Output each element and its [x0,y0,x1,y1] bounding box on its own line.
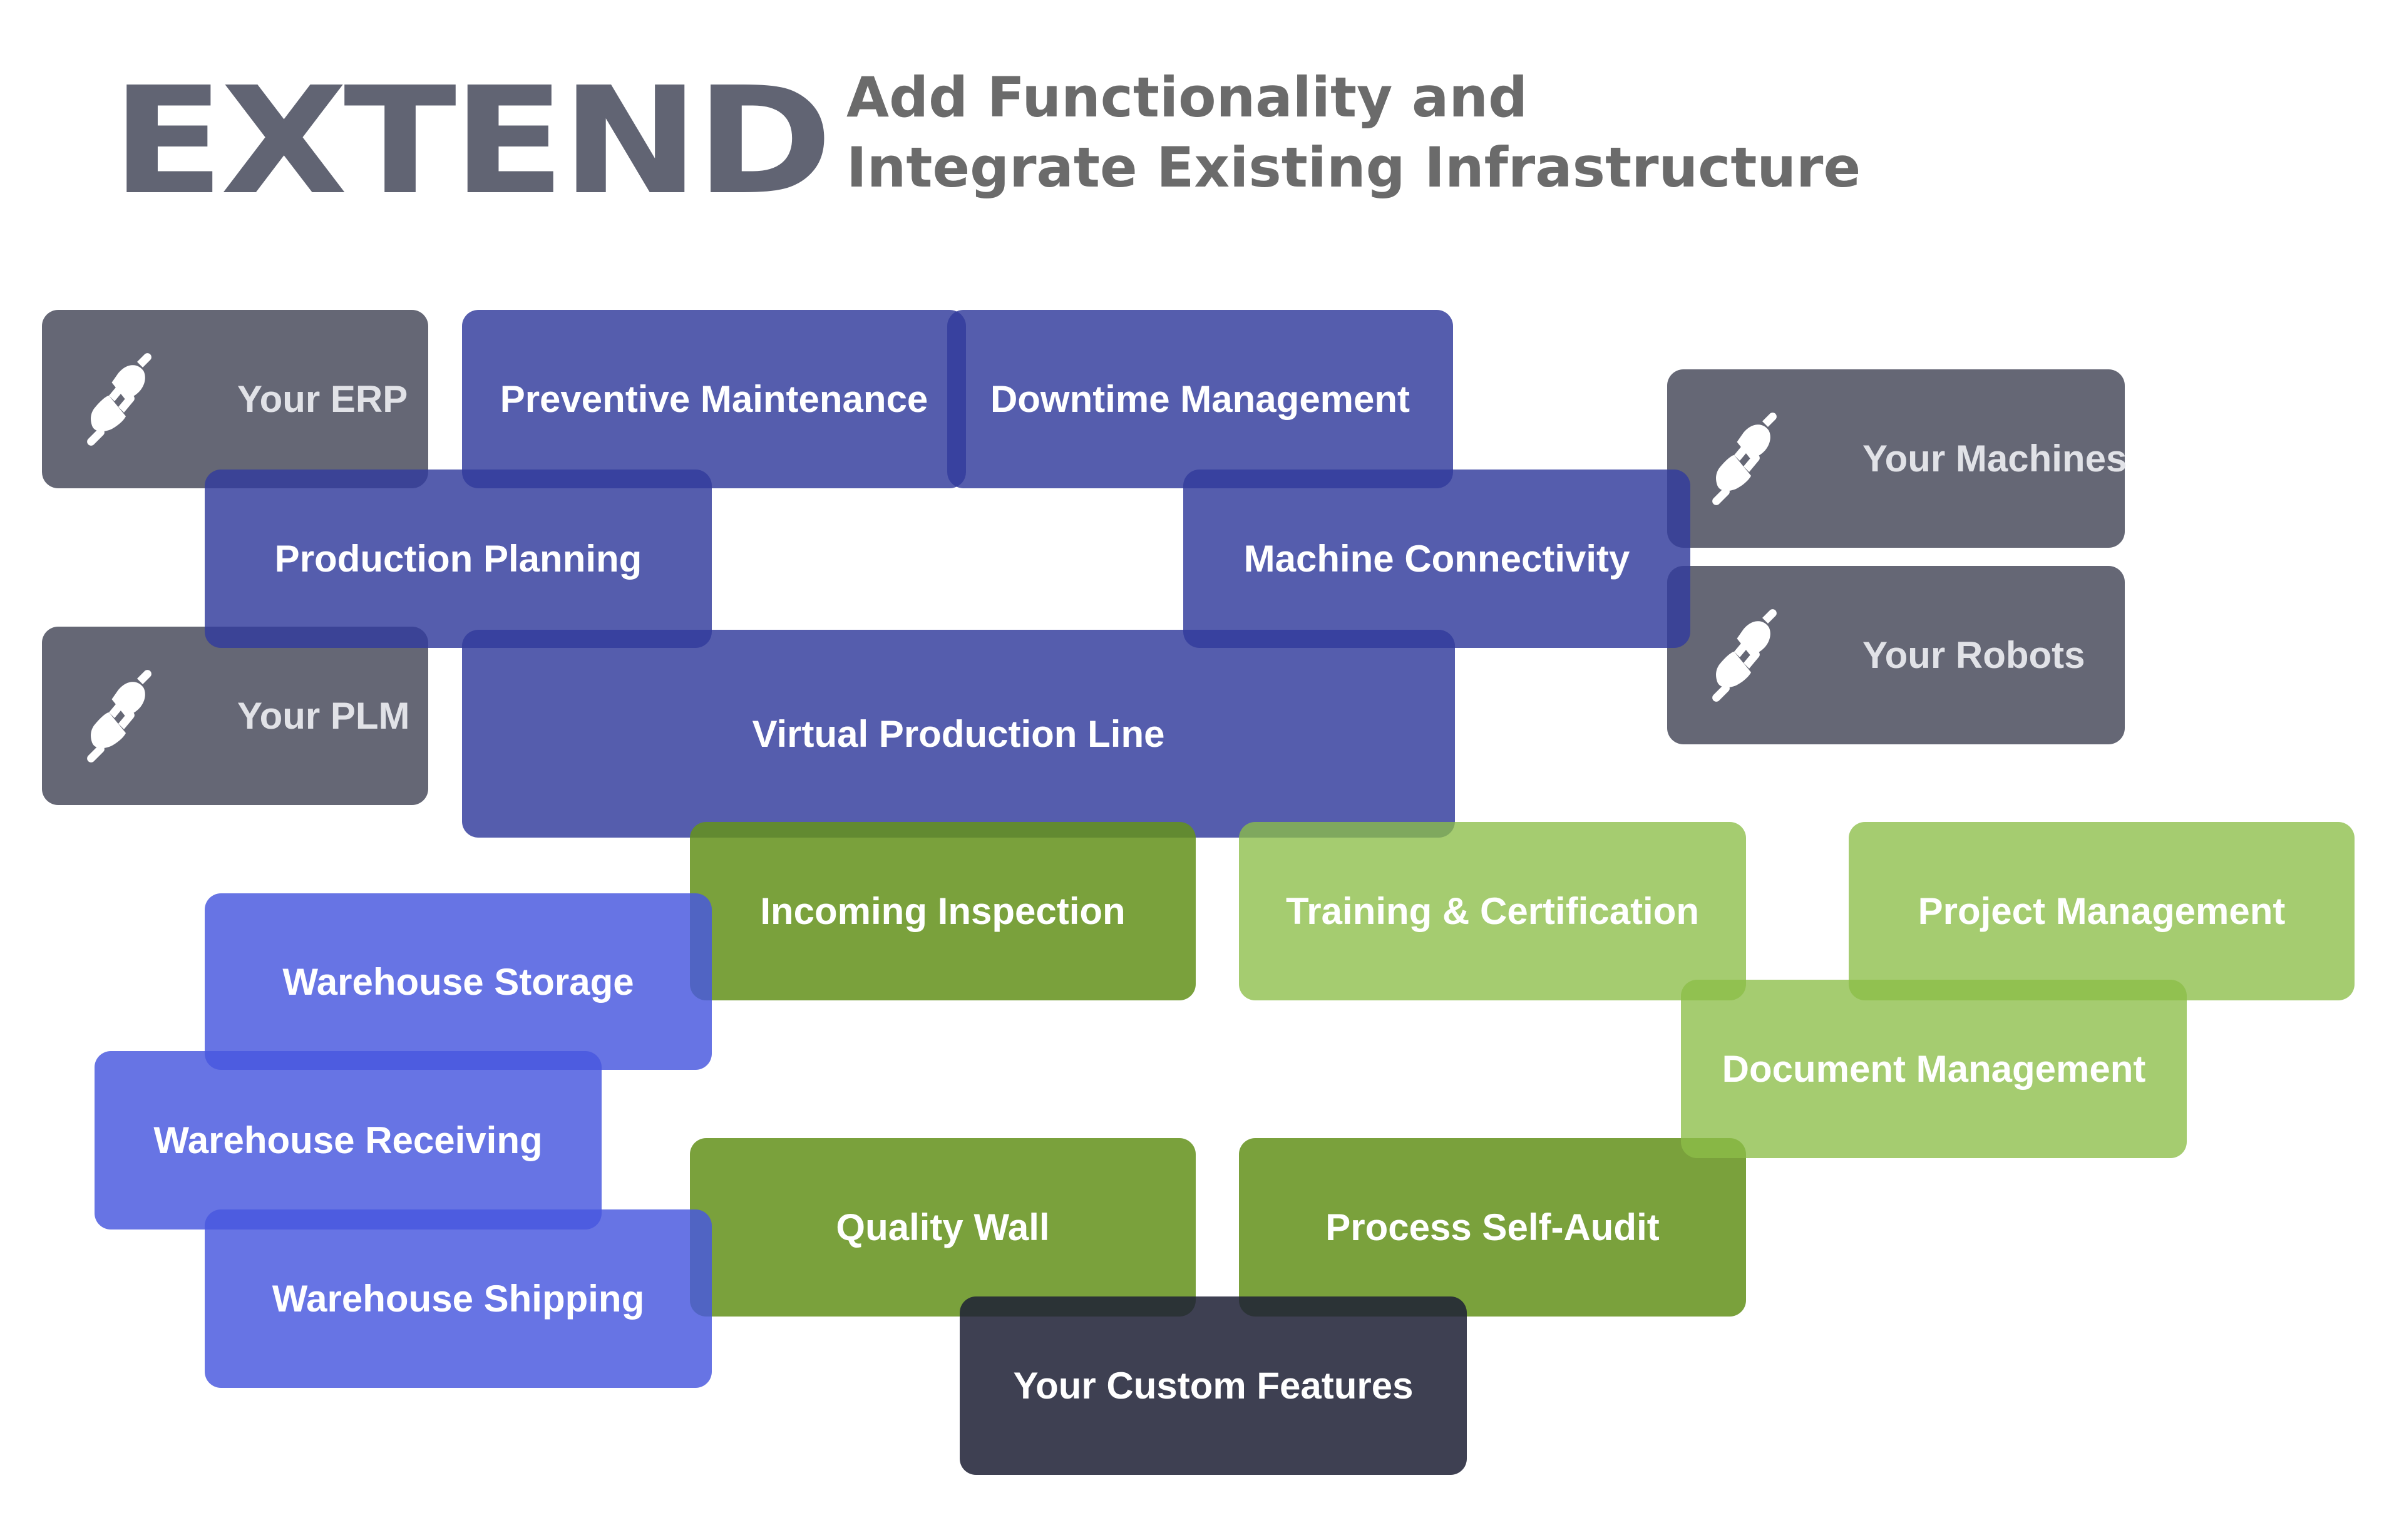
module-label: Downtime Management [990,378,1410,420]
module-training-certification: Training & Certification [1239,822,1746,1000]
plug-icon [1712,412,1777,505]
module-label: Quality Wall [836,1206,1050,1248]
module-label: Production Planning [274,538,642,580]
module-warehouse-storage: Warehouse Storage [205,893,712,1070]
module-production-planning: Production Planning [205,470,712,648]
module-label: Virtual Production Line [752,712,1165,755]
integration-erp: Your ERP [42,310,428,488]
module-downtime-management: Downtime Management [947,310,1453,488]
module-warehouse-receiving: Warehouse Receiving [95,1051,602,1229]
module-label: Incoming Inspection [760,890,1126,932]
plug-icon [87,669,152,762]
module-label: Machine Connectivity [1243,538,1630,580]
module-warehouse-shipping: Warehouse Shipping [205,1209,712,1388]
page-subtitle: Add Functionality and Integrate Existing… [846,63,1861,203]
integration-label: Your Robots [1862,634,2085,676]
module-custom-features: Your Custom Features [960,1296,1467,1475]
module-label: Preventive Maintenance [500,378,928,420]
integration-label: Your ERP [237,378,408,420]
integration-robots: Your Robots [1667,566,2125,744]
module-machine-connectivity: Machine Connectivity [1183,470,1690,648]
page-title: EXTEND [111,55,833,227]
subtitle-line-1: Add Functionality and [846,65,1528,130]
module-label: Your Custom Features [1013,1365,1414,1407]
module-label: Project Management [1918,890,2286,932]
module-label: Training & Certification [1285,890,1700,932]
module-label: Process Self-Audit [1325,1206,1660,1248]
integration-label: Your Machines [1862,438,2127,480]
module-virtual-production-line: Virtual Production Line [462,630,1455,838]
module-label: Warehouse Shipping [272,1278,645,1320]
module-label: Warehouse Receiving [153,1119,543,1161]
plug-icon [87,352,152,446]
subtitle-line-2: Integrate Existing Infrastructure [846,135,1861,200]
module-preventive-maintenance: Preventive Maintenance [462,310,966,488]
plug-icon [1712,608,1777,702]
module-process-self-audit: Process Self-Audit [1239,1138,1746,1317]
integration-label: Your PLM [237,695,410,737]
module-document-management: Document Management [1681,980,2187,1158]
integration-machines: Your Machines [1667,369,2127,548]
module-project-management: Project Management [1849,822,2355,1000]
module-quality-wall: Quality Wall [690,1138,1196,1317]
module-incoming-inspection: Incoming Inspection [690,822,1196,1000]
module-label: Warehouse Storage [282,960,634,1003]
integration-plm: Your PLM [42,627,428,805]
module-label: Document Management [1722,1048,2146,1090]
